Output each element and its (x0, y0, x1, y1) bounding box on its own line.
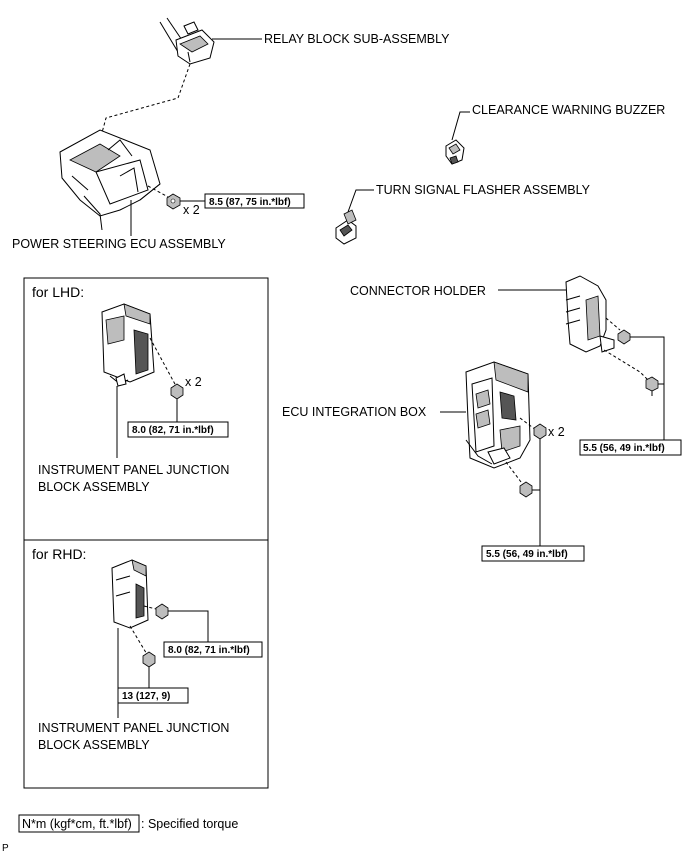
ecu-nut-icon (533, 423, 547, 440)
turn-signal-leader (347, 189, 374, 213)
ch-bolt-dashed (603, 349, 649, 381)
ps-nut-icon (166, 193, 181, 210)
ecu-nut-quantity: x 2 (548, 425, 565, 439)
legend-torque-box (18, 814, 140, 833)
power-steering-ecu-part (59, 129, 161, 231)
ecu-bolt-dashed (505, 461, 525, 487)
corner-mark: P (2, 843, 9, 854)
lhd-junction-block-part (101, 303, 155, 387)
relay-block-dashed-path (99, 63, 191, 141)
rhd-panel-title: for RHD: (32, 546, 86, 562)
connector-holder-label: CONNECTOR HOLDER (350, 284, 486, 298)
relay-block-part (159, 17, 215, 65)
lhd-torque-box (127, 421, 229, 438)
ps-torque-value: 8.5 (87, 75 in.*lbf) (209, 197, 291, 208)
lhd-torque-value: 8.0 (82, 71 in.*lbf) (132, 425, 214, 436)
rhd-bolt-icon (142, 651, 156, 668)
turn-signal-flasher-part (335, 209, 357, 245)
power-steering-label: POWER STEERING ECU ASSEMBLY (12, 237, 226, 251)
lhd-panel-title: for LHD: (32, 284, 84, 300)
ecu-bolt-icon (519, 481, 533, 498)
ps-nut-quantity: x 2 (183, 203, 200, 217)
clearance-buzzer-part (445, 139, 465, 165)
ch-nut-dashed (605, 317, 621, 331)
rhd-bolt-dashed (129, 625, 149, 657)
ecu-torque-value: 5.5 (56, 49 in.*lbf) (486, 549, 568, 560)
ps-nut-dashed (147, 185, 171, 199)
lhd-junction-label-2: BLOCK ASSEMBLY (38, 480, 150, 494)
lhd-nut-icon (170, 383, 184, 400)
legend-description: : Specified torque (141, 817, 238, 831)
ecu-nut-dashed (519, 417, 537, 431)
legend-unit: N*m (kgf*cm, ft.*lbf) (22, 817, 132, 831)
rhd-nut-torque-leader (168, 610, 209, 642)
ecu-torque-box (481, 545, 585, 562)
lhd-nut-quantity: x 2 (185, 375, 202, 389)
ch-torque-box (579, 439, 682, 456)
rhd-junction-label-2: BLOCK ASSEMBLY (38, 738, 150, 752)
ch-nut-icon (617, 329, 631, 345)
relay-block-label: RELAY BLOCK SUB-ASSEMBLY (264, 32, 450, 46)
ecu-integration-box-part (465, 361, 531, 469)
turn-signal-label: TURN SIGNAL FLASHER ASSEMBLY (376, 183, 591, 197)
clearance-buzzer-label: CLEARANCE WARNING BUZZER (472, 103, 665, 117)
lhd-junction-label-1: INSTRUMENT PANEL JUNCTION (38, 463, 229, 477)
rhd-junction-label-1: INSTRUMENT PANEL JUNCTION (38, 721, 229, 735)
ch-torque-value: 5.5 (56, 49 in.*lbf) (583, 443, 665, 454)
rhd-nut-torque-box (163, 641, 263, 658)
connector-holder-part (565, 275, 615, 353)
ch-torque-leader-1 (630, 336, 665, 440)
rhd-nut-torque-value: 8.0 (82, 71 in.*lbf) (168, 645, 250, 656)
rhd-nut-icon (155, 603, 169, 620)
lhd-nut-dashed (149, 337, 177, 387)
rhd-bolt-torque-value: 13 (127, 9) (122, 691, 170, 702)
ch-bolt-icon (645, 376, 659, 396)
ecu-box-label: ECU INTEGRATION BOX (282, 405, 427, 419)
rhd-junction-block-part (111, 559, 149, 629)
clearance-buzzer-leader (451, 111, 470, 141)
ps-torque-box (204, 193, 305, 209)
